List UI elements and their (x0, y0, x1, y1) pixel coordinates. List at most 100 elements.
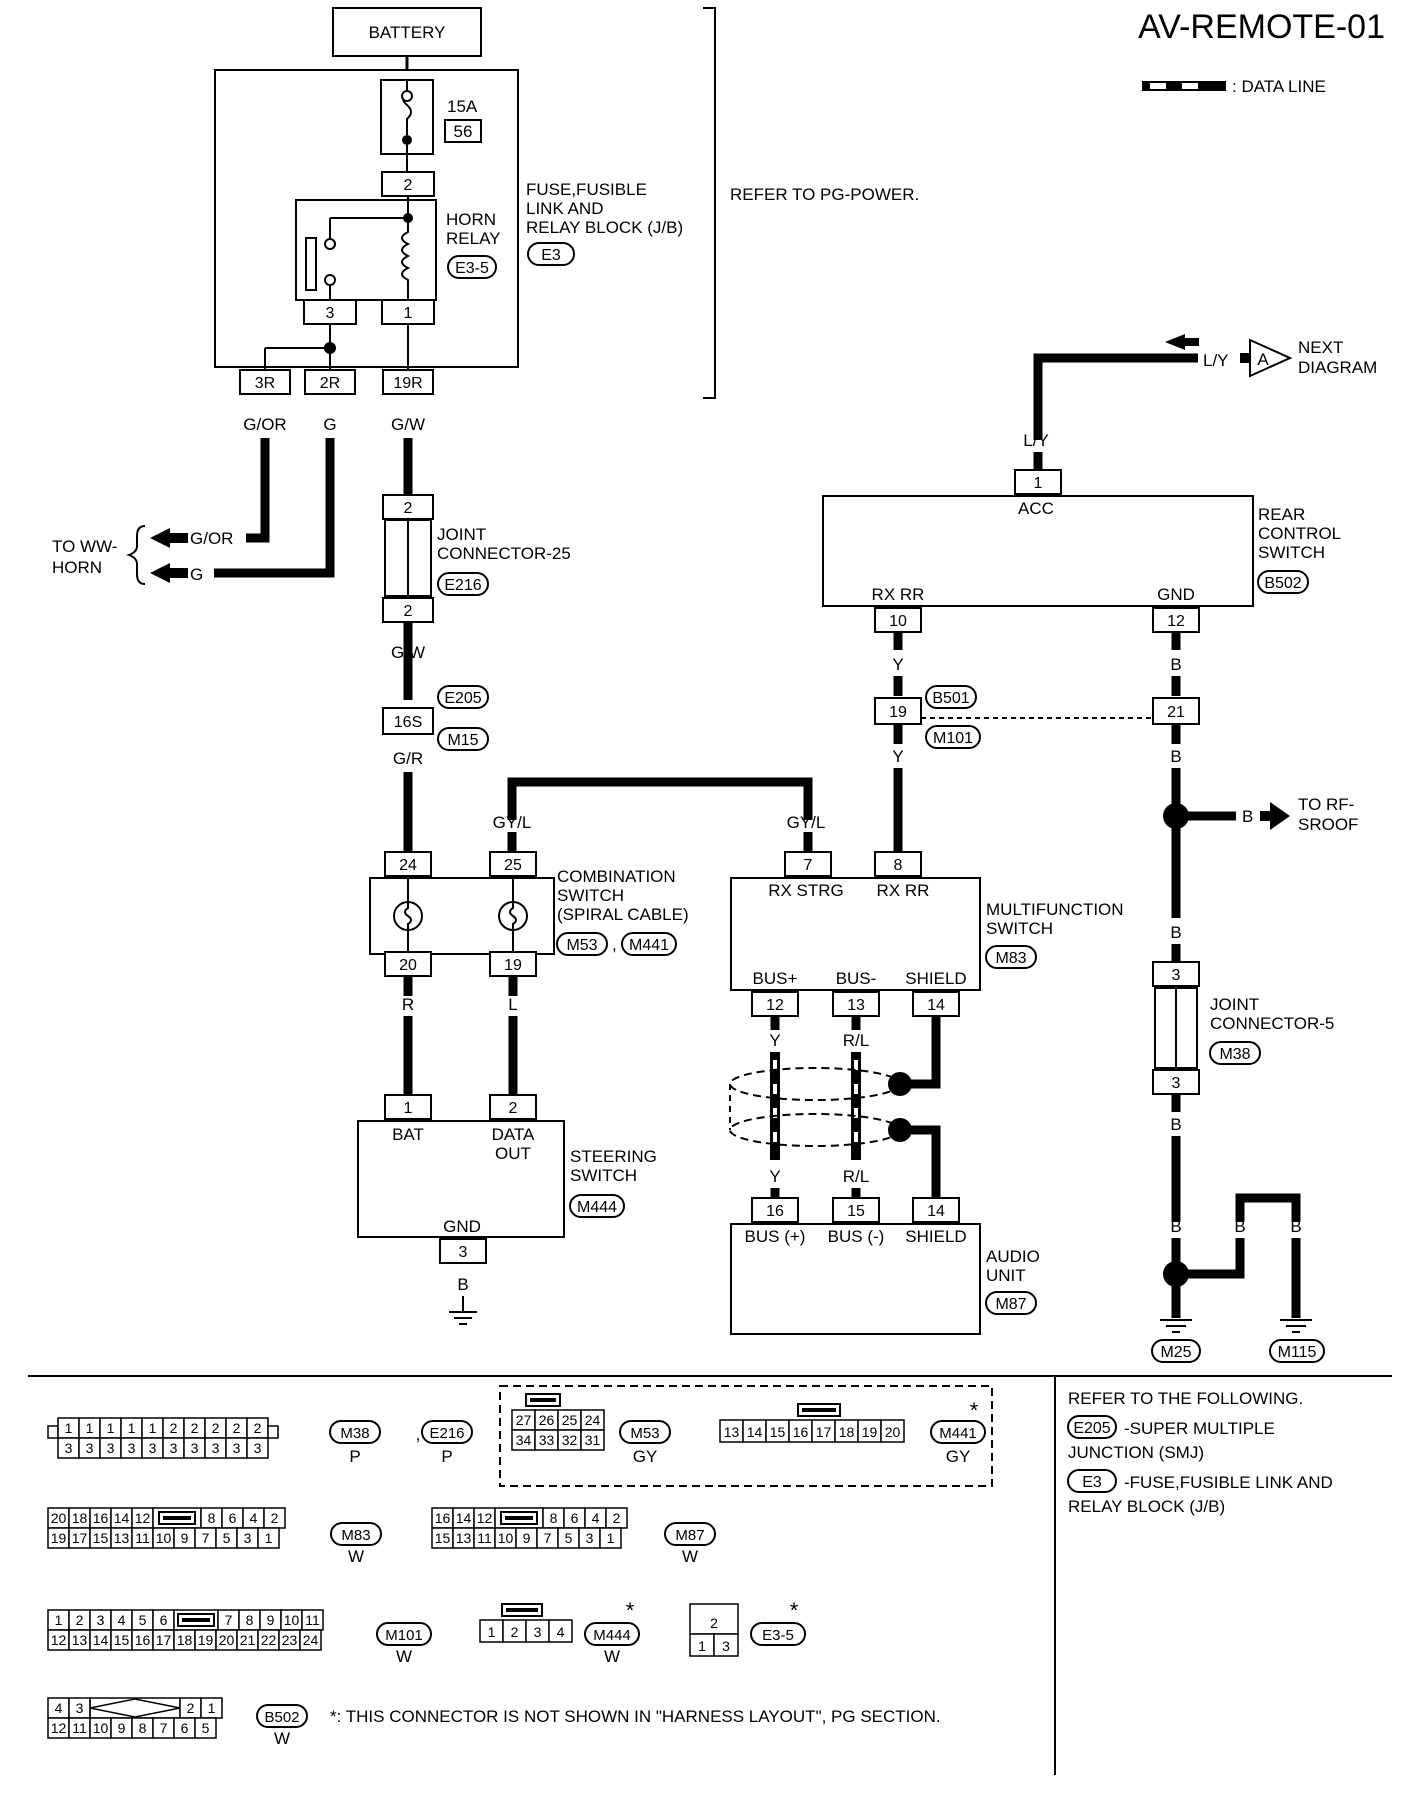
face-m87-code: M87 (675, 1527, 704, 1544)
b502-bottom-pin-label: 9 (118, 1720, 126, 1736)
rear-label-3: SWITCH (1258, 543, 1325, 562)
face-m53-code: M53 (630, 1425, 659, 1442)
m38-bottom-cell (246, 1437, 269, 1459)
m83-bottom-pin-label: 3 (244, 1530, 252, 1546)
m83-bottom-pin-label: 5 (223, 1530, 231, 1546)
rear-control-switch-box (822, 495, 1254, 607)
e3-5-bottom-pin-label: 1 (698, 1638, 706, 1654)
wire-gy-l-2: GY/L (787, 813, 826, 832)
horn-relay-label-2: RELAY (446, 229, 501, 248)
b502-bottom-pin-label: 11 (72, 1720, 87, 1736)
wire-gy-l-1: GY/L (493, 813, 532, 832)
wire-y-bus-2: Y (769, 1167, 780, 1186)
jc5-label-2: CONNECTOR-5 (1210, 1014, 1334, 1033)
jb-pin-3r: 3R (255, 375, 275, 392)
m87-top-left-pin-label: 12 (477, 1510, 493, 1526)
m38-key (47, 1425, 59, 1439)
m87-bottom-pin-label: 7 (544, 1530, 552, 1546)
face-m444-code-badge (584, 1622, 640, 1646)
m38-bottom-pin-label: 3 (191, 1440, 199, 1456)
steering-switch-box (357, 1120, 565, 1238)
connector-latch-bar (182, 1618, 210, 1622)
b502-top-left-pin-label: 3 (76, 1700, 84, 1716)
face-m83-code: M83 (341, 1527, 370, 1544)
face-m38-code: M38 (340, 1425, 369, 1442)
fuse-block-connector: E3 (541, 247, 561, 264)
fuse-block-label-1: FUSE,FUSIBLE (526, 180, 647, 199)
wire-y-1: Y (892, 655, 903, 674)
audio-term-busplus: BUS (+) (745, 1227, 806, 1246)
m53-top-pin-label: 27 (516, 1412, 532, 1428)
e3-5-bottom-pin-label: 3 (722, 1638, 730, 1654)
refer-desc-e205-2: JUNCTION (SMJ) (1068, 1443, 1204, 1462)
m83-bottom-cell (257, 1527, 280, 1549)
m87-bottom-pin-label: 5 (565, 1530, 573, 1546)
mf-pin-7: 7 (804, 857, 813, 874)
rear-term-gnd: GND (1157, 585, 1195, 604)
m87-top-right-pin-label: 8 (550, 1510, 558, 1526)
m441-pin-label: 13 (724, 1424, 740, 1440)
steer-term-gnd: GND (443, 1217, 481, 1236)
connector-latch-bar (505, 1516, 533, 1520)
m101-bottom-pin-label: 17 (156, 1632, 172, 1648)
ground-m115: M115 (1278, 1344, 1317, 1361)
to-rf-sroof-1: TO RF- (1298, 795, 1354, 814)
m53-bottom-cell (580, 1429, 605, 1451)
steer-pin-3: 3 (459, 1244, 468, 1261)
m87-bottom-pin-label: 9 (523, 1530, 531, 1546)
steer-label-1: STEERING (570, 1147, 657, 1166)
audio-label-1: AUDIO (986, 1247, 1040, 1266)
face-m441-color: GY (946, 1447, 971, 1466)
m38-top-pin-label: 2 (212, 1420, 220, 1436)
b502-bottom-pin-label: 5 (202, 1720, 210, 1736)
m101-bottom-pin-label: 15 (114, 1632, 130, 1648)
b502-key (89, 1698, 181, 1718)
ground-m25: M25 (1160, 1344, 1191, 1361)
rear-label-1: REAR (1258, 505, 1305, 524)
relay-pin-3: 3 (326, 305, 335, 322)
m101-top-left-pin-label: 2 (76, 1612, 84, 1628)
face-m441-code: M441 (939, 1425, 977, 1442)
relay-pin-1: 1 (404, 305, 413, 322)
face-e3-5-star: * (790, 1598, 799, 1623)
audio-connector: M87 (995, 1296, 1026, 1313)
e3-5-top-cell (689, 1603, 739, 1635)
comb-connector-m441: M441 (629, 937, 669, 954)
face-m38-sep: , (416, 1425, 421, 1444)
wire-b-5: B (1170, 1217, 1181, 1236)
m87-bottom-pin-label: 3 (586, 1530, 594, 1546)
steer-term-bat: BAT (392, 1125, 424, 1144)
fuse-block-label-3: RELAY BLOCK (J/B) (526, 218, 683, 237)
refer-code-e3: E3 (1082, 1474, 1102, 1491)
m101-bottom-pin-label: 24 (303, 1632, 319, 1648)
audio-label-2: UNIT (986, 1266, 1026, 1285)
m444-pin-label: 4 (557, 1624, 565, 1640)
connector-latch-bar (506, 1608, 538, 1612)
ground-symbol-m115 (1280, 1319, 1312, 1333)
m101-bottom-cell (299, 1629, 322, 1651)
comb-label-1: COMBINATION (557, 867, 676, 886)
face-m53-code-badge (619, 1420, 671, 1444)
rear-pin-12: 12 (1167, 613, 1185, 630)
wire-r-l-bus-2: R/L (843, 1167, 869, 1186)
comb-label-2: SWITCH (557, 886, 624, 905)
smj-connector-m15: M15 (447, 732, 478, 749)
wire-g-w-1: G/W (391, 415, 425, 434)
m87-bottom-cell (599, 1527, 622, 1549)
m444-pin-label: 2 (511, 1624, 519, 1640)
face-m444-color: W (604, 1647, 620, 1666)
face-m53-color: GY (633, 1447, 658, 1466)
comb-pin-19: 19 (504, 957, 522, 974)
m83-bottom-pin-label: 10 (156, 1530, 172, 1546)
audio-unit-box (730, 1223, 981, 1335)
jc5-pin-top: 3 (1172, 967, 1181, 984)
m38-bottom-pin-label: 3 (233, 1440, 241, 1456)
wire-g-1: G (323, 415, 336, 434)
jc5-connector: M38 (1219, 1046, 1250, 1063)
wire-b-2: B (1170, 747, 1181, 766)
face-m83-color: W (348, 1547, 364, 1566)
m101-bottom-pin-label: 21 (240, 1632, 256, 1648)
wire-g-or-1: G/OR (243, 415, 286, 434)
ground-symbol-steering (449, 1311, 477, 1325)
wire-g-r: G/R (393, 749, 423, 768)
